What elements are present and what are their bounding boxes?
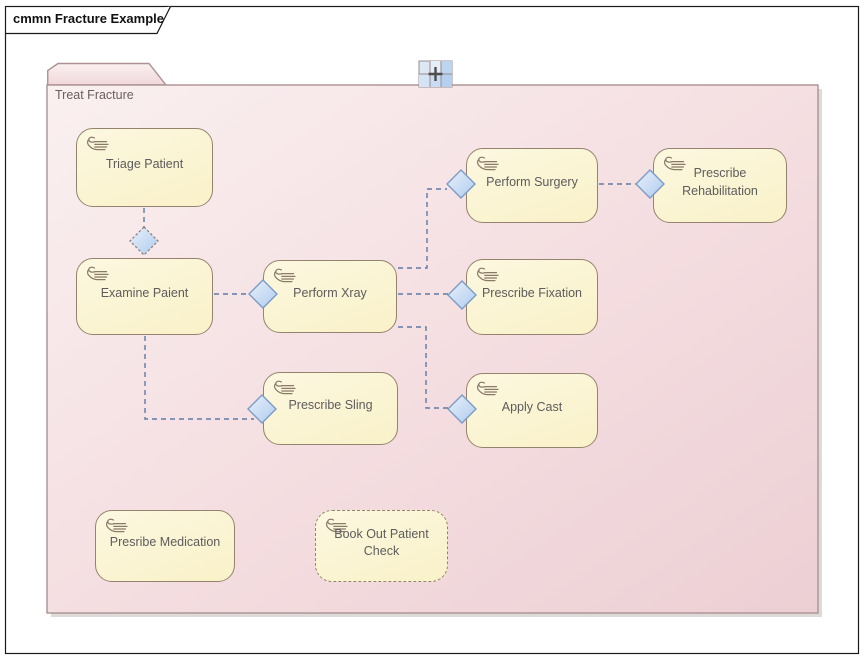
task-examine-patient[interactable]: Examine Paient (76, 258, 213, 335)
diagram-title-tab (5, 6, 172, 35)
task-book-out-patient-check[interactable]: Book Out Patient Check (315, 510, 448, 582)
manual-task-hand-icon (325, 518, 348, 533)
task-label: Book Out Patient Check (334, 526, 429, 559)
task-prescribe-fixation[interactable]: Prescribe Fixation (466, 259, 598, 335)
manual-task-hand-icon (476, 156, 499, 171)
case-folder-tab[interactable] (47, 62, 168, 86)
task-label: Prescribe Fixation (481, 286, 583, 301)
connector-examine-sling[interactable] (144, 336, 254, 420)
task-label: Prescribe Rehabilitation (682, 166, 758, 198)
manual-task-hand-icon (476, 267, 499, 282)
task-label: Prescribe Sling (288, 397, 373, 412)
manual-task-hand-icon (86, 266, 109, 281)
manual-task-hand-icon (86, 136, 109, 151)
case-folder-label: Treat Fracture (55, 88, 134, 102)
manual-task-hand-icon (273, 268, 296, 283)
task-perform-surgery[interactable]: Perform Surgery (466, 148, 598, 223)
connector-xray-surgery[interactable] (398, 188, 447, 269)
manual-task-hand-icon (105, 518, 128, 533)
grid-expand-icon[interactable] (418, 60, 453, 88)
diagram-title: cmmn Fracture Example (13, 11, 165, 26)
manual-task-hand-icon (476, 381, 499, 396)
task-prescribe-sling[interactable]: Prescribe Sling (263, 372, 398, 445)
task-triage-patient[interactable]: Triage Patient (76, 128, 213, 207)
task-label: Triage Patient (105, 156, 184, 171)
task-label: Perform Surgery (486, 174, 578, 189)
task-prescribe-medication[interactable]: Presribe Medication (95, 510, 235, 582)
manual-task-hand-icon (663, 156, 686, 171)
task-perform-xray[interactable]: Perform Xray (263, 260, 397, 333)
task-prescribe-rehabilitation[interactable]: Prescribe Rehabilitation (653, 148, 787, 223)
task-label: Apply Cast (501, 399, 563, 414)
plus-icon (428, 67, 443, 81)
task-label: Perform Xray (293, 285, 367, 300)
task-label: Presribe Medication (109, 535, 221, 550)
connector-xray-cast[interactable] (398, 326, 448, 409)
manual-task-hand-icon (273, 380, 296, 395)
task-label: Examine Paient (100, 285, 189, 300)
task-apply-cast[interactable]: Apply Cast (466, 373, 598, 448)
